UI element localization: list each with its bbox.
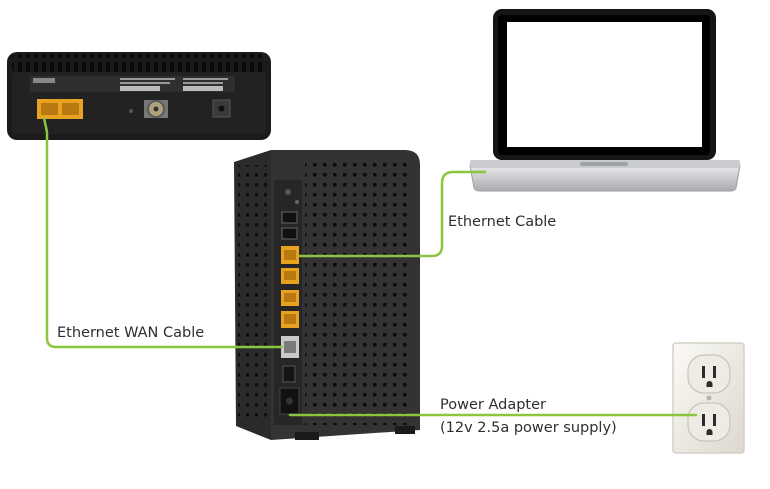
power-supply-label: (12v 2.5a power supply) [440, 420, 617, 436]
ethernet-cable-line [298, 170, 487, 258]
wall-outlet [672, 342, 745, 454]
coax-connector [144, 100, 168, 118]
power-adapter-label: Power Adapter [440, 397, 546, 413]
router-power-jack [279, 387, 300, 415]
router-lan-ports [281, 246, 299, 328]
cables [42, 116, 698, 417]
ethernet-wan-cable-label: Ethernet WAN Cable [57, 325, 205, 341]
cable-modem [7, 52, 271, 140]
ethernet-wan-cable-line [42, 116, 284, 349]
modem-ethernet-ports [37, 99, 83, 119]
router-wan-port [281, 336, 299, 358]
router [234, 150, 420, 440]
ethernet-cable-label: Ethernet Cable [448, 214, 557, 230]
laptop [469, 9, 741, 192]
